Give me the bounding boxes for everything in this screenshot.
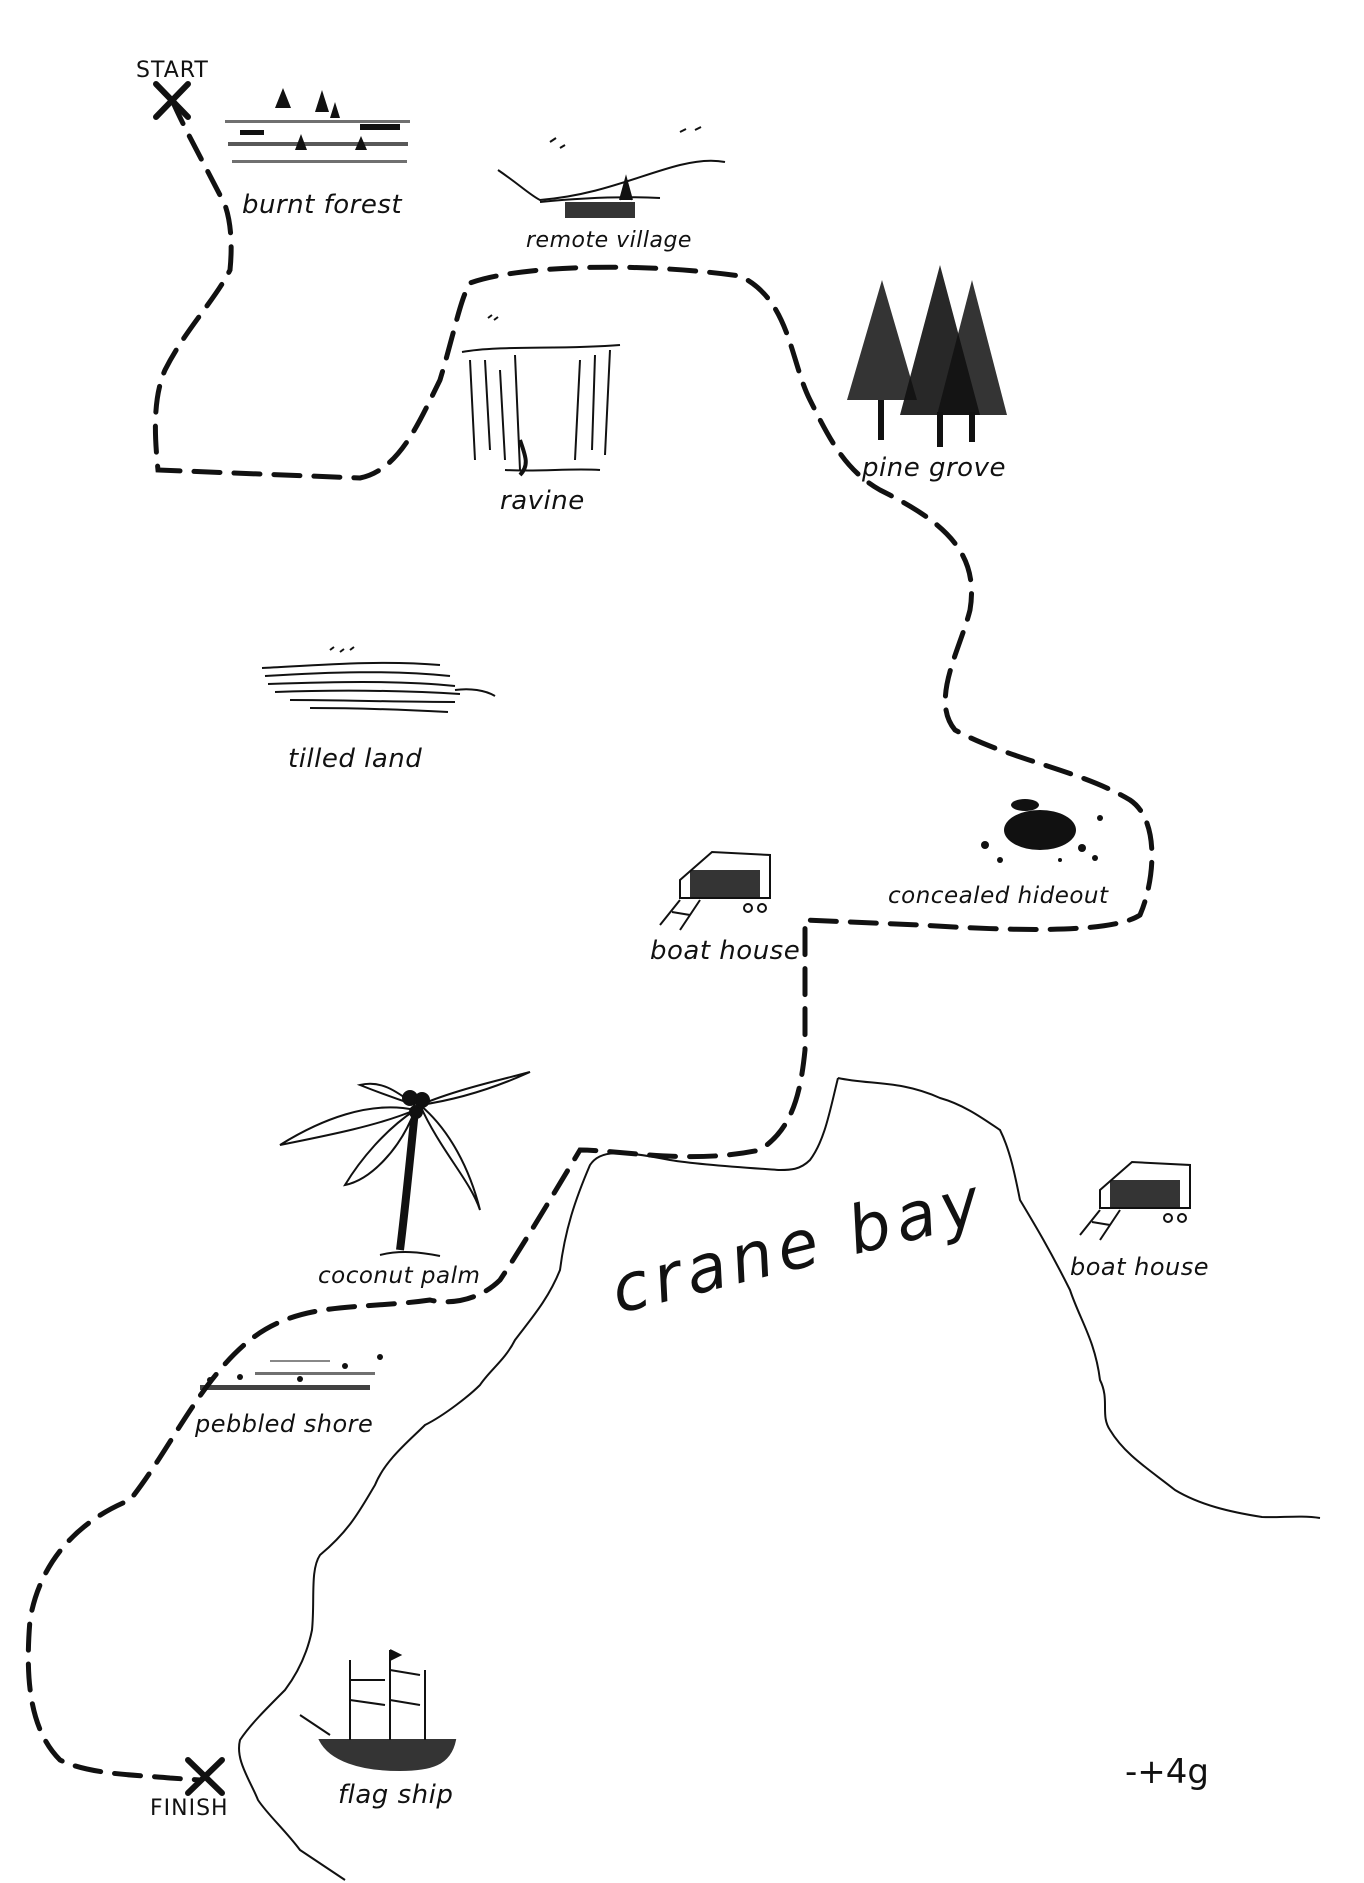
start-label: START	[136, 58, 209, 83]
pebbled-shore-icon	[200, 1354, 383, 1390]
flag-ship-label: flag ship	[338, 1780, 454, 1810]
trail-path	[25, 97, 1155, 1783]
ravine-icon	[461, 314, 621, 477]
signature: -+4g	[1125, 1752, 1209, 1792]
tilled-land-icon	[261, 646, 496, 713]
boat-house-icon	[1079, 1160, 1191, 1241]
boat-house-icon	[659, 850, 771, 931]
ship-icon	[299, 1649, 457, 1772]
finish-label: FINISH	[150, 1796, 229, 1821]
coastline-east	[837, 1077, 1321, 1519]
coastline-west	[238, 1077, 839, 1881]
coconut-palm-label: coconut palm	[318, 1263, 481, 1289]
boat-house-label: boat house	[650, 936, 801, 966]
hideout-icon	[981, 799, 1103, 863]
start-x-mark-icon	[153, 81, 191, 120]
village-icon	[497, 126, 726, 218]
burnt-forest-icon	[225, 88, 410, 163]
tilled-land-label: tilled land	[288, 744, 423, 774]
finish-x-mark-icon	[185, 1757, 225, 1796]
pine-trees-icon	[847, 265, 1007, 447]
palm-tree-icon	[279, 1071, 531, 1257]
ravine-label: ravine	[500, 486, 585, 516]
boat-house-label: boat house	[1070, 1253, 1210, 1281]
concealed-hideout-label: concealed hideout	[888, 883, 1109, 909]
remote-village-label: remote village	[526, 228, 692, 253]
pebbled-shore-label: pebbled shore	[195, 1410, 374, 1438]
burnt-forest-label: burnt forest	[242, 190, 403, 220]
pine-grove-label: pine grove	[862, 453, 1006, 483]
